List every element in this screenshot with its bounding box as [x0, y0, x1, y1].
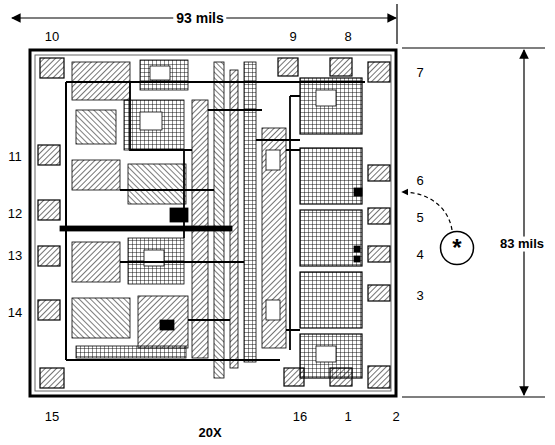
chip-die [30, 50, 396, 396]
pin-number: 8 [344, 30, 351, 45]
dimension-line [12, 4, 397, 44]
pin-number: 2 [392, 410, 399, 425]
dimension-line [402, 48, 545, 397]
pin-number: 10 [45, 30, 59, 45]
pin-number: 11 [8, 150, 22, 165]
pin-number: 3 [416, 289, 423, 304]
pin-number: 12 [8, 207, 22, 222]
pin-number: 1 [344, 410, 351, 425]
callout-mark: * [452, 236, 461, 260]
pin-number: 13 [8, 249, 22, 264]
pin-number: 7 [416, 66, 423, 81]
callout-circle: * [439, 230, 475, 266]
pin-number: 4 [416, 248, 423, 263]
pin-number: 16 [293, 410, 307, 425]
dimension-label: 83 mils [497, 237, 547, 252]
leader-line [402, 192, 452, 230]
pin-number: 14 [8, 306, 22, 321]
magnification-label: 20X [198, 426, 221, 441]
dimension-label: 93 mils [173, 10, 226, 26]
pin-number: 6 [416, 174, 423, 189]
pin-number: 9 [289, 30, 296, 45]
circuit-layout [38, 58, 390, 388]
pin-number: 15 [45, 410, 59, 425]
pin-number: 5 [416, 211, 423, 226]
